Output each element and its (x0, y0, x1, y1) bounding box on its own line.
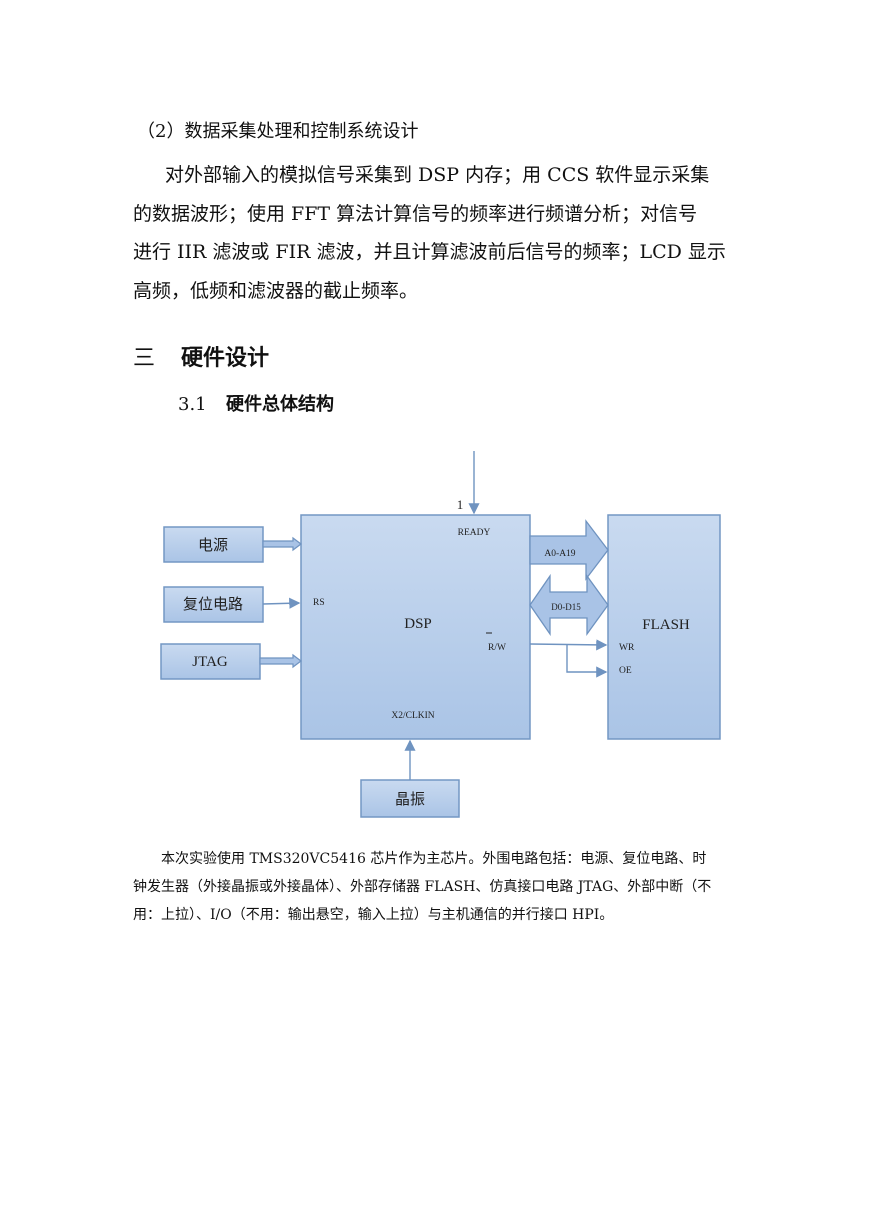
dsp-label: DSP (404, 616, 432, 632)
rw-label: R/W (488, 643, 506, 653)
power-label: 电源 (198, 537, 228, 554)
data-bus-label: D0-D15 (551, 602, 581, 612)
section-heading: 3.1 硬件总体结构 (178, 390, 334, 416)
clk-label: X2/CLKIN (391, 711, 434, 721)
ready-label: READY (458, 528, 491, 538)
section-subtitle: （2）数据采集处理和控制系统设计 (137, 121, 419, 142)
reset-block (163, 586, 264, 623)
ready-number: 1 (457, 497, 464, 512)
rw-oe-line (566, 644, 608, 678)
section-title: 硬件总体结构 (226, 394, 334, 415)
address-bus-label: A0-A19 (544, 549, 575, 559)
chapter-title: 硬件设计 (181, 346, 270, 371)
dsp-block (300, 514, 531, 740)
caption-line: 本次实验使用 TMS320VC5416 芯片作为主芯片。外围电路包括：电源、复位… (161, 851, 707, 867)
rw-wr-line (529, 639, 608, 651)
jtag-block (160, 643, 261, 680)
caption-line: 钟发生器（外接晶振或外接晶体）、外部存储器 FLASH、仿真接口电路 JTAG、… (133, 879, 712, 895)
caption-line: 用：上拉）、I/O（不用：输出悬空，输入上拉）与主机通信的并行接口 HPI。 (133, 907, 614, 923)
body-paragraph: 对外部输入的模拟信号采集到 DSP 内存；用 CCS 软件显示采集 的数据波形；… (133, 156, 739, 310)
paragraph-line: 进行 IIR 滤波或 FIR 滤波，并且计算滤波前后信号的频率；LCD 显示 (133, 241, 726, 263)
address-bus-arrow (529, 519, 609, 581)
rs-label: RS (313, 598, 325, 608)
chapter-number: 三 (133, 346, 156, 371)
paragraph-line: 的数据波形；使用 FFT 算法计算信号的频率进行频谱分析；对信号 (133, 202, 698, 225)
crystal-block (360, 779, 460, 818)
reset-label: 复位电路 (183, 595, 243, 613)
crystal-label: 晶振 (395, 791, 425, 808)
paragraph-line: 高频，低频和滤波器的截止频率。 (133, 279, 419, 302)
paragraph-line: 对外部输入的模拟信号采集到 DSP 内存；用 CCS 软件显示采集 (165, 164, 710, 186)
hardware-block-diagram: 电源 复位电路 JTAG 晶振 DSP FLASH 1 READY RS R/W… (160, 451, 721, 818)
jtag-arrow (259, 653, 302, 669)
figure-caption: 本次实验使用 TMS320VC5416 芯片作为主芯片。外围电路包括：电源、复位… (133, 845, 739, 929)
wr-label: WR (619, 643, 635, 653)
power-block (163, 526, 264, 563)
reset-arrow (262, 597, 301, 609)
oe-label: OE (619, 666, 632, 676)
flash-block (607, 514, 721, 740)
data-bus-arrow (529, 573, 609, 637)
section-number: 3.1 (178, 394, 207, 415)
power-arrow (262, 536, 302, 552)
jtag-label: JTAG (192, 654, 228, 670)
chapter-heading: 三硬件设计 (133, 340, 269, 372)
flash-label: FLASH (642, 617, 690, 633)
